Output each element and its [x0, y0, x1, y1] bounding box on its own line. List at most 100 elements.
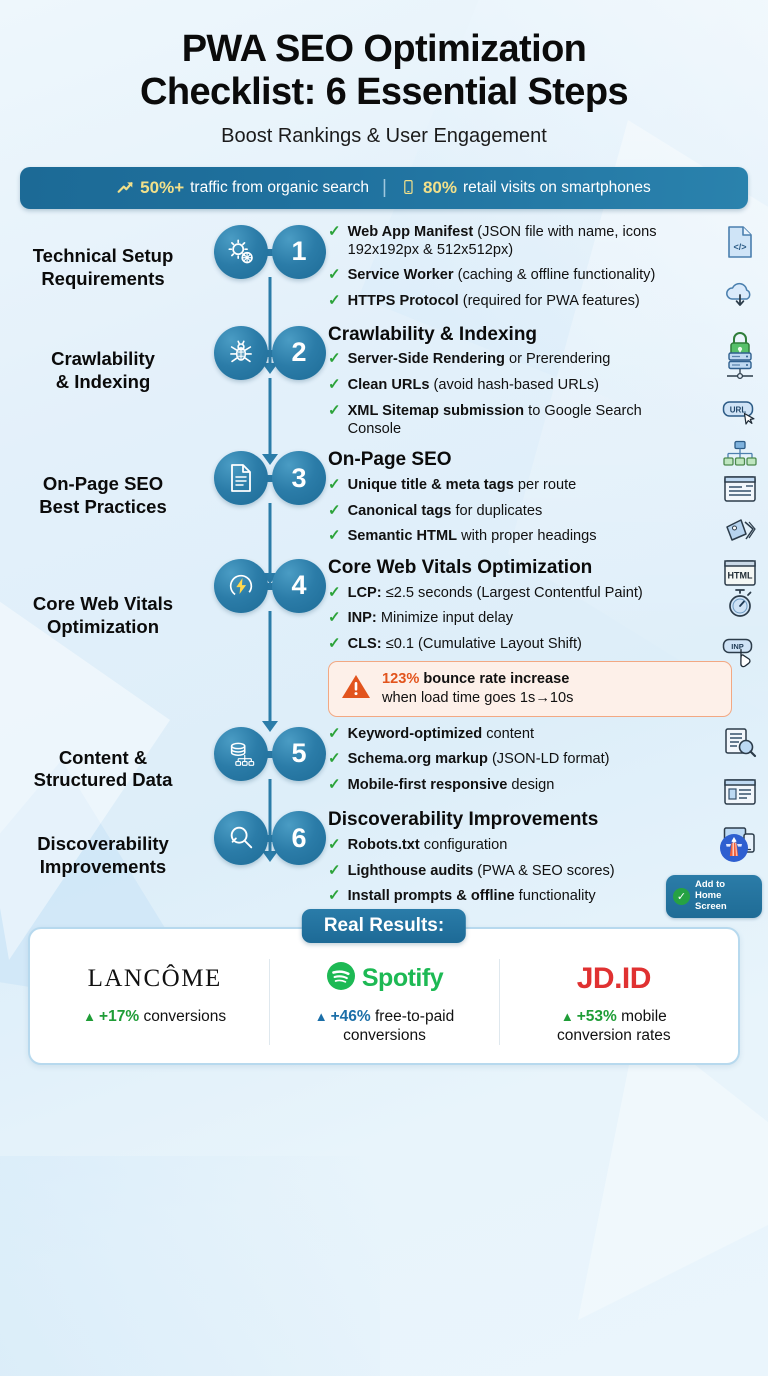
lighthouse-logo-icon: [719, 833, 749, 868]
step-5-label-line-2: Structured Data: [33, 769, 173, 791]
step-5-bullet-2: ✓ Schema.org markup (JSON-LD format): [328, 750, 750, 769]
step-4-label-line-2: Optimization: [46, 615, 160, 637]
step-4-bullet-2-text: INP: Minimize input delay: [348, 609, 513, 627]
step-3-bullet-1: ✓ Unique title & meta tags per route: [328, 476, 750, 495]
real-results-tag: Real Results:: [301, 908, 467, 943]
step-1-content: </> ✓ Web App Manifest (JSON file with n…: [328, 222, 768, 359]
jdid-percent: +53%: [576, 1007, 617, 1025]
step-2-bullet-2-text: Clean URLs (avoid hash-based URLs): [348, 376, 599, 394]
lancome-stat: ▲+17% conversions: [83, 1007, 226, 1026]
spider-crawler-icon: [214, 325, 268, 380]
a2hs-line-2: Home Screen: [695, 890, 727, 913]
check-icon: ✓: [328, 266, 341, 284]
step-2-node: 2: [214, 325, 326, 380]
check-icon: ✓: [328, 836, 341, 854]
step-4: Core Web Vitals Optimization 4: [0, 557, 768, 732]
up-triangle-icon: ▲: [83, 1008, 97, 1024]
step-2-connector: [260, 349, 282, 357]
step-2-bullet-2-rest: (avoid hash-based URLs): [429, 377, 600, 393]
step-3: On-Page SEO Best Practices 3: [0, 449, 768, 587]
jdid-logo: JD.ID: [576, 959, 652, 999]
step-4-bullet-2-strong: INP:: [347, 610, 377, 627]
step-2-bullet-2-strong: Clean URLs: [347, 377, 430, 393]
speed-gauge-bolt-icon: [214, 558, 268, 613]
step-2-bullet-1: ✓ Server-Side Rendering or Prerendering: [328, 350, 750, 369]
stats-separator: |: [382, 176, 387, 198]
step-5-bullet-2-text: Schema.org markup (JSON-LD format): [348, 750, 610, 768]
step-3-connector: [260, 475, 282, 483]
code-file-icon: </>: [725, 225, 755, 264]
step-1-bullet-1-strong: Web App Manifest: [347, 223, 474, 240]
step-6-bullet-3: ✓ Install prompts & offline functionalit…: [328, 887, 750, 906]
step-5-bullet-3: ✓ Mobile-first responsive design: [328, 776, 750, 795]
check-icon: ✓: [328, 376, 341, 393]
check-icon: ✓: [328, 527, 341, 545]
step-3-node: 3: [214, 451, 326, 506]
check-icon: ✓: [328, 635, 341, 652]
server-rack-icon: [724, 350, 756, 389]
step-4-bullet-1: ✓ LCP: ≤2.5 seconds (Largest Contentful …: [328, 584, 750, 603]
spotify-percent: +46%: [330, 1007, 371, 1025]
page-subtitle: Boost Rankings & User Engagement: [221, 124, 547, 147]
result-item-lancome: LANCÔME ▲+17% conversions: [40, 959, 269, 1045]
step-5-connector: [260, 750, 282, 758]
step-1-number-badge: 1: [272, 224, 326, 279]
step-3-label-line-1: On-Page SEO: [42, 473, 164, 495]
step-4-bullet-3: ✓ CLS: ≤0.1 (Cumulative Layout Shift): [328, 635, 750, 654]
spotify-label-2: conversions: [343, 1027, 426, 1045]
step-3-bullet-2-text: Canonical tags for duplicates: [348, 502, 543, 520]
warning-text: 123% bounce rate increase when load time…: [382, 670, 573, 708]
document-search-icon: [723, 727, 757, 764]
step-6-node-column: 6: [212, 809, 328, 866]
step-1-arrow-head: [262, 362, 278, 374]
step-2-bullet-3-strong: XML Sitemap submission: [347, 402, 525, 419]
step-4-bullet-3-rest: ≤0.1 (Cumulative Layout Shift): [381, 636, 582, 652]
stat-smartphone-value: 80%: [422, 177, 457, 197]
step-1-arrow-line: [268, 276, 272, 365]
steps-list: Technical Setup Requirements: [0, 222, 768, 919]
step-2-number: 2: [291, 337, 307, 368]
step-1-label-line-2: Requirements: [41, 267, 165, 289]
step-5-node: 5: [214, 726, 326, 781]
step-1-bullet-3-rest: (required for PWA features): [458, 292, 640, 309]
step-5-node-column: 5: [212, 725, 328, 862]
add-to-home-screen-badge[interactable]: ✓ Add to Home Screen: [666, 875, 762, 919]
step-6-bullet-1-text: Robots.txt configuration: [348, 836, 508, 854]
step-3-number: 3: [291, 462, 307, 493]
jdid-stat: ▲+53% mobile conversion rates: [557, 1007, 671, 1045]
step-4-node-column: 4: [212, 557, 328, 732]
page-title-line-1: PWA SEO Optimization: [181, 28, 587, 70]
spotify-stat: ▲+46% free-to-paid conversions: [315, 1007, 455, 1045]
step-3-label-line-2: Best Practices: [39, 496, 167, 518]
step-4-content: INP Core Web Vitals Optimization ✓ LCP: …: [328, 557, 768, 717]
step-4-number-badge: 4: [272, 558, 326, 613]
browser-meta-icon: [723, 475, 757, 508]
a2hs-line-1: Add to: [695, 879, 726, 891]
step-5-bullet-2-strong: Schema.org markup: [347, 751, 488, 768]
step-5-bullet-1: ✓ Keyword-optimized content: [328, 725, 750, 744]
warning-sub: when load time goes 1s→10s: [382, 689, 574, 706]
rich-snippet-icon: [723, 778, 757, 811]
step-5-bullet-1-rest: content: [482, 725, 535, 742]
step-3-bullet-1-text: Unique title & meta tags per route: [348, 476, 577, 494]
step-1: Technical Setup Requirements: [0, 222, 768, 374]
step-2-heading: Crawlability & Indexing: [328, 323, 538, 345]
step-6-bullet-2-text: Lighthouse audits (PWA & SEO scores): [348, 862, 615, 880]
step-2: Crawlability & Indexing: [0, 323, 768, 466]
step-2-number-badge: 2: [272, 325, 326, 380]
step-3-bullet-2-strong: Canonical tags: [347, 502, 452, 519]
jdid-wordmark: JD.ID: [576, 961, 652, 995]
check-icon: ✓: [328, 401, 341, 419]
step-2-bullet-1-rest: or Prerendering: [504, 351, 611, 368]
page-title: PWA SEO Optimization Checklist: 6 Essent…: [28, 28, 740, 115]
step-2-content: URL Crawlability & Indexing ✓ Server-Sid…: [328, 323, 768, 466]
check-icon: ✓: [328, 350, 341, 368]
step-6-label-line-1: Discoverability: [37, 833, 169, 855]
step-3-bullet-3: ✓ Semantic HTML with proper headings: [328, 527, 750, 546]
check-icon: ✓: [328, 222, 341, 240]
step-4-bullet-3-text: CLS: ≤0.1 (Cumulative Layout Shift): [348, 635, 582, 653]
step-2-bullet-2: ✓ Clean URLs (avoid hash-based URLs): [328, 376, 750, 395]
step-5-bullet-1-strong: Keyword-optimized: [347, 725, 483, 742]
magnifier-icon: [214, 811, 268, 866]
step-1-connector: [260, 248, 282, 256]
